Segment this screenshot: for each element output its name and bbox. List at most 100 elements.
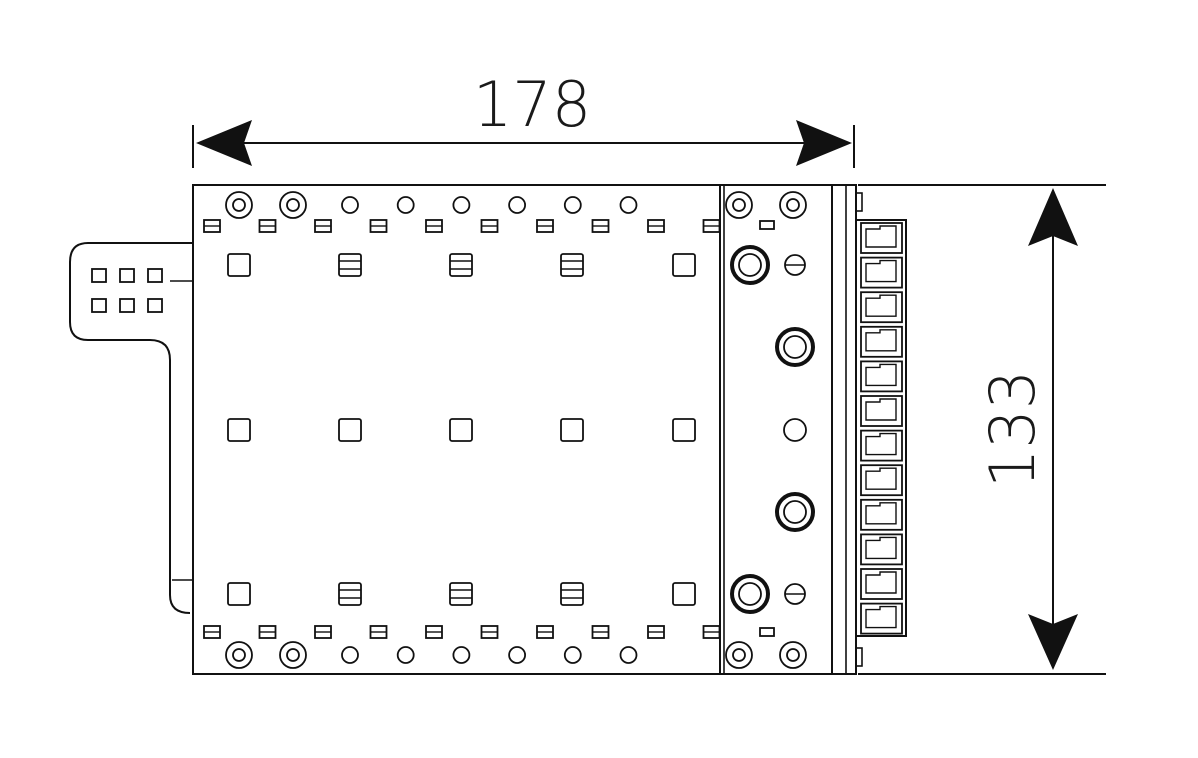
mounting-hole [619,196,638,214]
width-arrow-right [796,120,852,166]
connector-port [860,464,903,497]
screw-head [232,648,246,662]
height-arrow-bottom [1028,614,1078,670]
connector-port [860,602,903,635]
mounting-hole [452,196,471,214]
mounting-square [338,582,362,606]
mounting-square [560,582,584,606]
panel-screw-ring [725,641,753,669]
panel-screw-head [786,648,800,662]
top-slot-row [203,219,721,233]
connector-port-latch [865,502,897,525]
connector-ports [860,222,903,635]
screw-outer-ring [225,191,253,219]
mounting-square [338,418,362,442]
connector-port-latch [865,467,897,490]
connector-port [860,256,903,289]
panel-grommet [775,492,815,532]
panel-screw-head [732,648,746,662]
panel-led [759,627,775,637]
handle [69,242,193,614]
screw-head [286,648,300,662]
panel-grommet-inner [783,335,807,359]
screw-outer-ring [279,191,307,219]
panel-screw-head [786,198,800,212]
mounting-square [672,418,696,442]
rail-frame [831,184,857,675]
mounting-square [560,253,584,277]
panel-grommet [775,327,815,367]
panel-grommet-inner [738,253,762,277]
panel-grommet-inner [783,500,807,524]
connector-port-latch [865,571,897,594]
connector-port-latch [865,398,897,421]
connector-rail [831,184,907,675]
handle-vent-square [147,268,163,283]
screw-head [286,198,300,212]
handle-vent-square [119,268,135,283]
mounting-square-grid [227,253,696,606]
width-dimension-label: 178 [473,68,591,141]
mounting-square [560,418,584,442]
connector-port [860,291,903,324]
panel-grommet [730,245,770,285]
mounting-hole [396,646,415,664]
connector-port [860,360,903,393]
connector-port [860,498,903,531]
top-screw-row [225,191,638,219]
mounting-square [449,253,473,277]
main-body [192,184,721,675]
mounting-hole [619,646,638,664]
connector-port-latch [865,363,897,387]
side-panel [719,184,833,675]
mounting-hole [396,196,415,214]
connector-port-latch [865,225,897,248]
mounting-square [672,253,696,277]
mounting-hole [508,646,526,664]
mounting-hole [563,196,582,214]
connector-port-latch [865,329,897,352]
handle-vent-square [91,298,107,313]
connector-port [860,395,903,427]
side-panel-components [725,191,815,669]
connector-port [860,222,903,254]
height-dimension-label: 133 [976,370,1049,488]
panel-screw-ring [779,641,807,669]
mounting-square [449,582,473,606]
mounting-hole [508,196,526,214]
screw-outer-ring [279,641,307,669]
connector-port-latch [865,294,897,317]
connector-port [860,325,903,358]
panel-led [759,220,775,230]
mounting-hole [341,196,359,214]
mounting-square [227,582,251,606]
connector-port-latch [865,432,897,456]
bottom-screw-row [225,641,638,669]
side-panel-frame [719,184,833,675]
handle-vent-square [119,298,135,313]
connector-port [860,568,903,600]
panel-screw-ring [725,191,753,219]
panel-screw-ring [779,191,807,219]
panel-hole [783,418,807,442]
bottom-slot-row [203,625,721,639]
connector-block [855,219,907,637]
mounting-square [449,418,473,442]
width-dimension: 178 [192,68,855,168]
handle-vent-square [147,298,163,313]
panel-grommet [730,574,770,614]
connector-port-latch [865,259,897,283]
mounting-hole [563,646,582,664]
height-arrow-top [1028,188,1078,246]
screw-outer-ring [225,641,253,669]
mounting-square [338,253,362,277]
mounting-square [672,582,696,606]
connector-port [860,533,903,566]
handle-vent-square [91,268,107,283]
height-dimension: 133 [858,184,1106,675]
handle-vent-grid [91,268,163,313]
mounting-square [227,253,251,277]
main-plate [192,184,721,675]
mounting-hole [341,646,359,664]
